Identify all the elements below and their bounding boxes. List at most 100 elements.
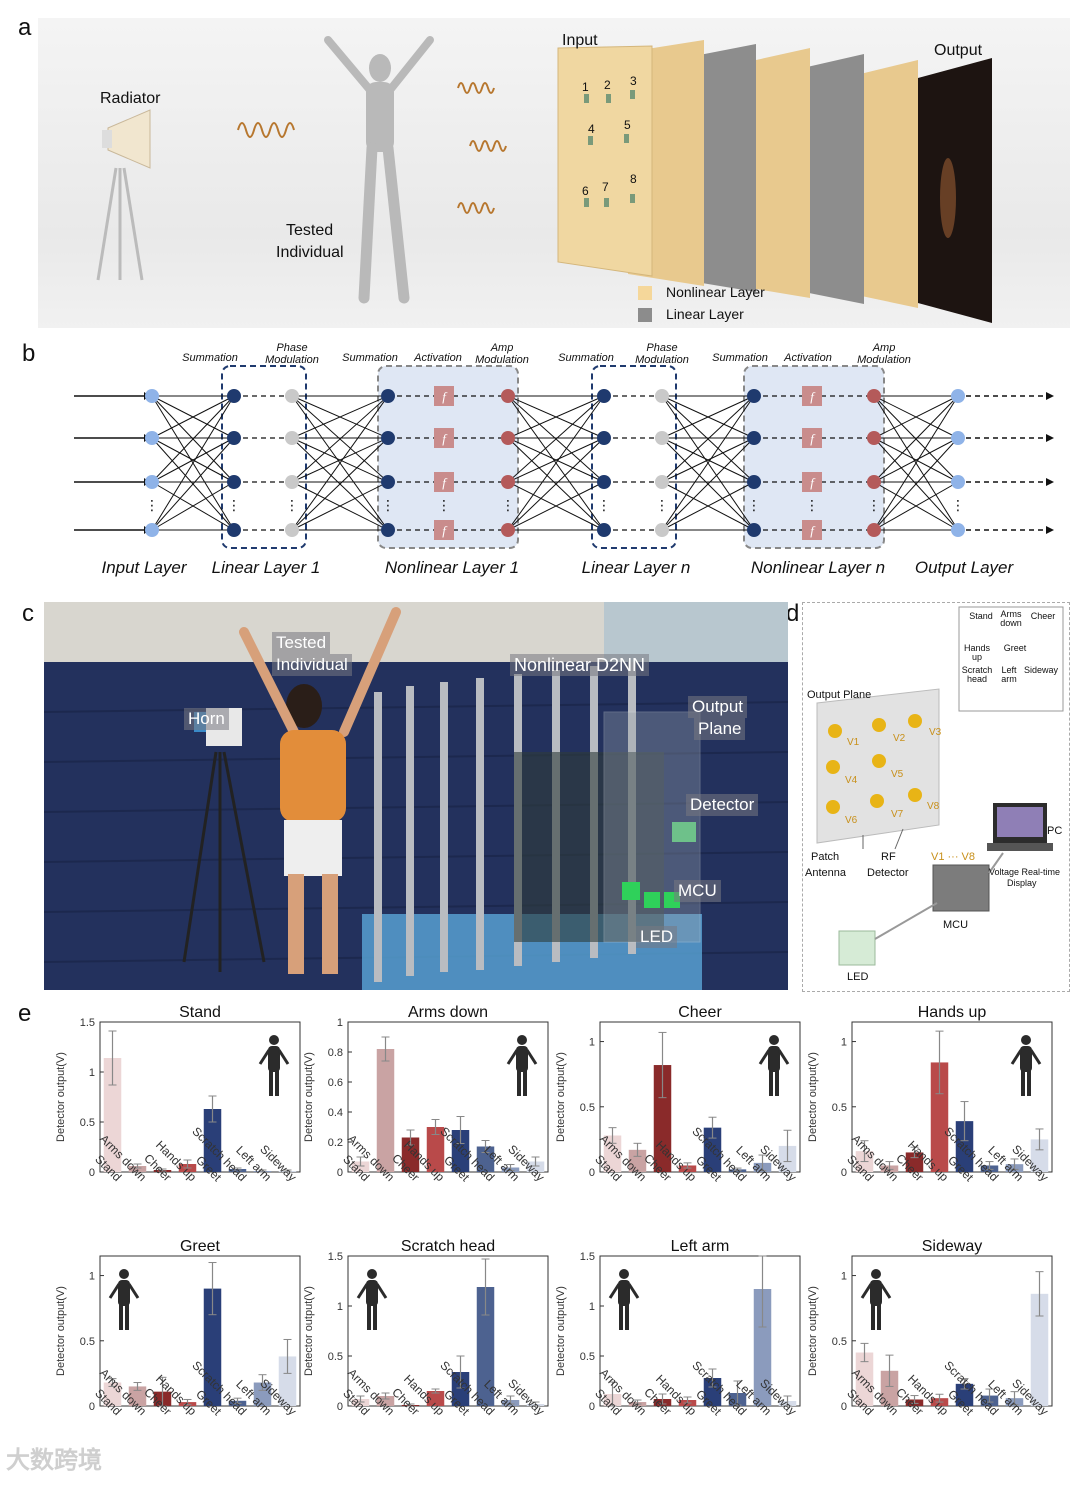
- y-tick-label: 0: [89, 1401, 95, 1413]
- bar: [104, 1058, 122, 1172]
- chart-title: Left arm: [671, 1238, 730, 1255]
- network-node: [227, 475, 241, 489]
- bar: [629, 1150, 647, 1172]
- network-node: [501, 523, 515, 537]
- y-tick-label: 0: [841, 1401, 847, 1413]
- display-label-2: Display: [1007, 878, 1037, 888]
- bar: [1006, 1398, 1024, 1406]
- x-tick-label: Scratch head: [437, 1124, 497, 1184]
- top-step-label: Amp: [844, 342, 924, 354]
- x-tick-label: Hands up: [653, 1138, 699, 1184]
- bar: [881, 1371, 899, 1406]
- layer-label: Linear Layer n: [566, 558, 706, 578]
- x-tick-label: Scratch head: [189, 1124, 249, 1184]
- plot-frame: [600, 1022, 800, 1172]
- network-node: [285, 475, 299, 489]
- x-tick-label: Sideway: [757, 1142, 799, 1184]
- detector-label: Detector: [686, 794, 758, 816]
- ellipsis-mark: ⋮: [285, 498, 299, 514]
- bar: [229, 1401, 247, 1406]
- y-tick-label: 0.4: [328, 1107, 343, 1119]
- bar: [629, 1402, 647, 1406]
- bar: [906, 1152, 924, 1172]
- legend-item-label: up: [957, 652, 997, 662]
- network-node: [597, 431, 611, 445]
- x-tick-label: Cheer: [141, 1385, 174, 1418]
- legend-nonlinear-label: Nonlinear Layer: [666, 284, 765, 300]
- network-node: [951, 389, 965, 403]
- x-tick-label: Arms down: [345, 1366, 397, 1418]
- x-tick-label: Scratch head: [941, 1358, 1001, 1418]
- patch-label-2: Antenna: [805, 867, 846, 879]
- bar: [604, 1394, 622, 1406]
- bar: [279, 1356, 297, 1406]
- network-node: [655, 475, 669, 489]
- x-tick-label: Scratch head: [689, 1358, 749, 1418]
- bar: [881, 1165, 899, 1172]
- network-node: [597, 389, 611, 403]
- network-node: [747, 389, 761, 403]
- bar: [654, 1399, 672, 1406]
- bar: [956, 1384, 974, 1406]
- bar: [402, 1405, 420, 1406]
- patch-label-1: Patch: [811, 851, 839, 863]
- x-tick-label: Greet: [193, 1387, 225, 1419]
- network-node: [227, 431, 241, 445]
- bar: [377, 1396, 395, 1406]
- network-node: [951, 431, 965, 445]
- top-step-label: Modulation: [462, 354, 542, 366]
- bar: [204, 1289, 222, 1406]
- bar: [352, 1399, 370, 1406]
- network-diagram: ⋮⋮⋮⋮ffff⋮⋮⋮⋮⋮ffff⋮⋮⋮: [60, 340, 1060, 590]
- radiator-label: Radiator: [100, 90, 160, 108]
- bar: [754, 1163, 772, 1172]
- y-tick-label: 0.5: [832, 1102, 847, 1114]
- ellipsis-mark: ⋮: [951, 498, 965, 514]
- x-tick-label: Stand: [844, 1152, 876, 1184]
- x-tick-label: Stand: [592, 1386, 624, 1418]
- display-label-1: Voltage Real-time: [989, 867, 1060, 877]
- bar: [427, 1391, 445, 1406]
- bar: [279, 1171, 297, 1172]
- x-tick-label: Left arm: [985, 1377, 1026, 1418]
- ellipsis-mark: ⋮: [805, 498, 819, 514]
- network-node: [145, 389, 159, 403]
- y-axis-label: Detector output(V): [55, 1286, 67, 1376]
- wave-icon: [238, 123, 294, 137]
- linear-swatch: [638, 308, 652, 322]
- y-tick-label: 1: [589, 1301, 595, 1313]
- panel-label-a: a: [18, 14, 31, 42]
- legend-item-label: Sideway: [1021, 665, 1061, 675]
- top-step-label: Phase: [622, 342, 702, 354]
- bar: [377, 1049, 395, 1172]
- y-axis-label: Detector output(V): [55, 1052, 67, 1142]
- chart-title: Sideway: [922, 1238, 982, 1255]
- plot-frame: [100, 1022, 300, 1172]
- output-plane-label-2: Plane: [694, 718, 745, 740]
- legend-item-label: arm: [989, 674, 1029, 684]
- input-label: Input: [562, 32, 598, 50]
- ellipsis-mark: ⋮: [747, 498, 761, 514]
- x-tick-label: Arms down: [97, 1132, 149, 1184]
- y-tick-label: 1.5: [328, 1251, 343, 1263]
- nonlinear-d2nn-label: Nonlinear D2NN: [510, 654, 649, 676]
- network-node: [381, 475, 395, 489]
- bar: [129, 1386, 147, 1406]
- wave-icon: [458, 203, 494, 213]
- ellipsis-mark: ⋮: [655, 498, 669, 514]
- panel-label-d: d: [786, 600, 799, 628]
- x-tick-label: Cheer: [389, 1385, 422, 1418]
- chart-title: Greet: [180, 1238, 221, 1255]
- bar: [856, 1353, 874, 1406]
- y-tick-label: 0.6: [328, 1077, 343, 1089]
- x-tick-label: Greet: [693, 1153, 725, 1185]
- x-tick-label: Sideway: [257, 1142, 299, 1184]
- panel-label-b: b: [22, 340, 35, 368]
- y-axis-label: Detector output(V): [807, 1286, 819, 1376]
- x-tick-label: Cheer: [893, 1151, 926, 1184]
- detector-number: 1: [582, 80, 589, 94]
- x-tick-label: Left arm: [233, 1377, 274, 1418]
- y-tick-label: 1: [841, 1037, 847, 1049]
